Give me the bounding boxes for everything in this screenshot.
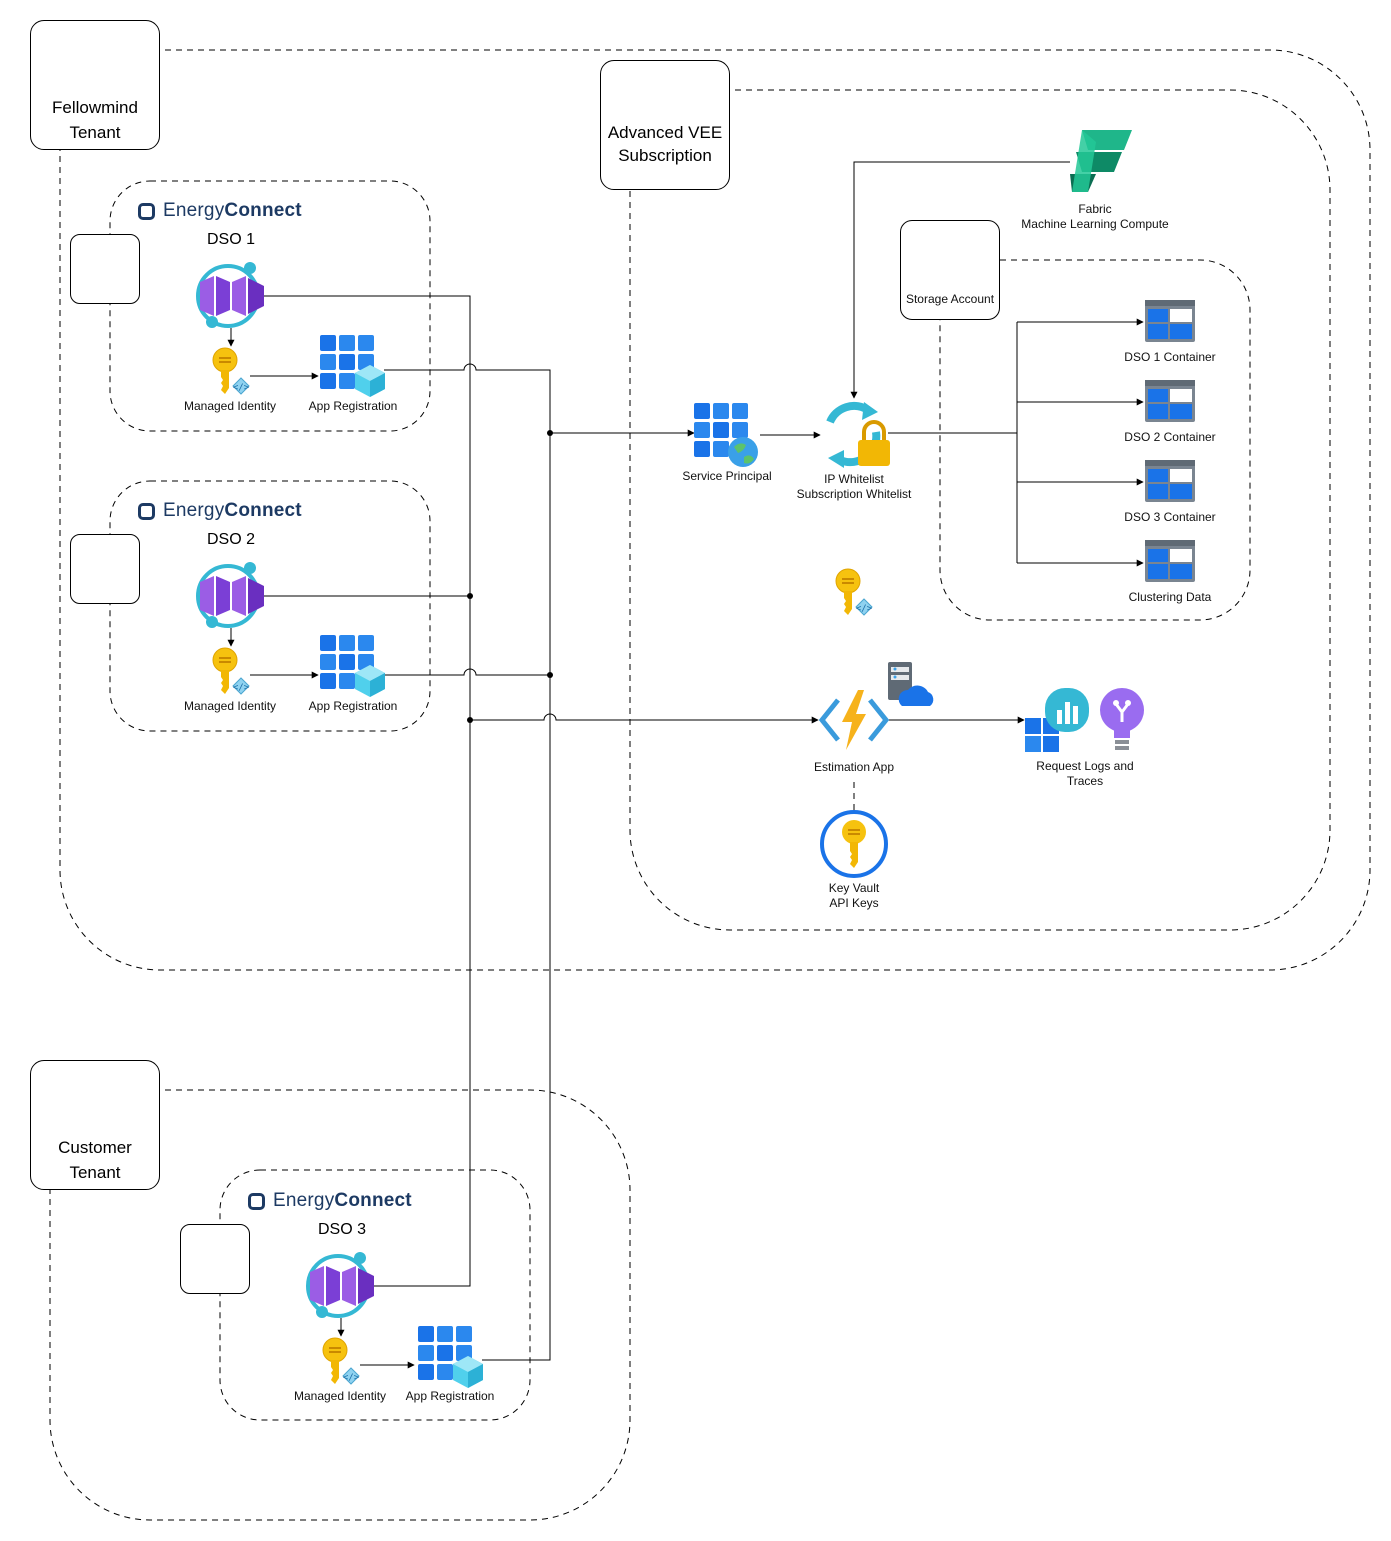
dso2-managed-identity-label: Managed Identity [183,699,277,713]
ip-whitelist-label: IP Whitelist Subscription Whitelist [796,472,912,501]
dso2-app-registration-label: App Registration [308,699,398,713]
dso1-boundary [109,180,431,432]
dso1-managed-identity-label: Managed Identity [183,399,277,413]
event-hub-icon [306,1250,376,1320]
event-hub-icon [196,260,266,330]
energyconnect-logo: EnergyConnect [138,500,302,522]
subscription-label: Advanced VEE Subscription [607,123,723,165]
app-registration-icon [418,1326,483,1388]
dso2-boundary [109,480,431,732]
subscription-boundary [629,89,1331,931]
fabric-icon [1070,130,1132,192]
dso2-key-card [70,534,140,604]
managed-identity-icon [323,1338,360,1384]
fabric-label: Fabric Machine Learning Compute [1021,202,1169,231]
container-icon [1145,380,1195,422]
managed-identity-icon [213,348,250,394]
customer-tenant-label: Customer Tenant [58,1138,132,1182]
fellowmind-tenant-label: Fellowmind Tenant [52,98,138,142]
storage-account-label: Storage Account [905,292,995,306]
managed-identity-icon [836,569,873,615]
container-label-dso1: DSO 1 Container [1124,350,1216,364]
customer-tenant-card: Customer Tenant [30,1060,160,1190]
container-icon [1145,300,1195,342]
key-vault-label: Key Vault API Keys [828,881,880,910]
container-label-clustering: Clustering Data [1128,590,1212,604]
dso3-managed-identity-label: Managed Identity [293,1389,387,1403]
subscription-card: Advanced VEE Subscription [600,60,730,190]
storage-boundary [939,259,1251,621]
managed-identity-icon [213,648,250,694]
event-hub-icon [196,560,266,630]
container-label-dso3: DSO 3 Container [1124,510,1216,524]
request-logs-label: Request Logs and Traces [1036,759,1134,788]
energyconnect-logo-icon [138,502,155,520]
service-principal-label: Service Principal [682,469,772,483]
energyconnect-logo-icon [138,202,155,220]
ip-whitelist-icon [826,401,890,468]
estimation-app-label: Estimation App [813,760,895,774]
dso1-title: DSO 1 [206,231,255,248]
fellowmind-tenant-boundary [59,49,1371,971]
key-vault-icon [820,810,888,878]
dso3-app-registration-label: App Registration [405,1389,495,1403]
app-insights-icon [1100,688,1144,750]
log-analytics-icon [1025,688,1089,752]
dso2-title: DSO 2 [206,531,255,548]
container-icon [1145,540,1195,582]
dso3-boundary [219,1169,531,1421]
container-label-dso2: DSO 2 Container [1124,430,1216,444]
energyconnect-logo-icon [248,1192,265,1210]
app-registration-icon [320,635,385,697]
dso1-app-registration-label: App Registration [308,399,398,413]
dso3-title: DSO 3 [317,1221,366,1238]
dso3-key-card [180,1224,250,1294]
customer-tenant-boundary [49,1089,631,1521]
energyconnect-logo: EnergyConnect [138,200,302,222]
dso1-key-card [70,234,140,304]
fellowmind-tenant-card: Fellowmind Tenant [30,20,160,150]
energyconnect-logo: EnergyConnect [248,1190,412,1212]
container-icon [1145,460,1195,502]
storage-account-card: Storage Account [900,220,1000,320]
function-app-icon [818,690,890,750]
service-principal-icon [694,403,758,467]
app-service-plan-icon [888,662,934,706]
app-registration-icon [320,335,385,397]
